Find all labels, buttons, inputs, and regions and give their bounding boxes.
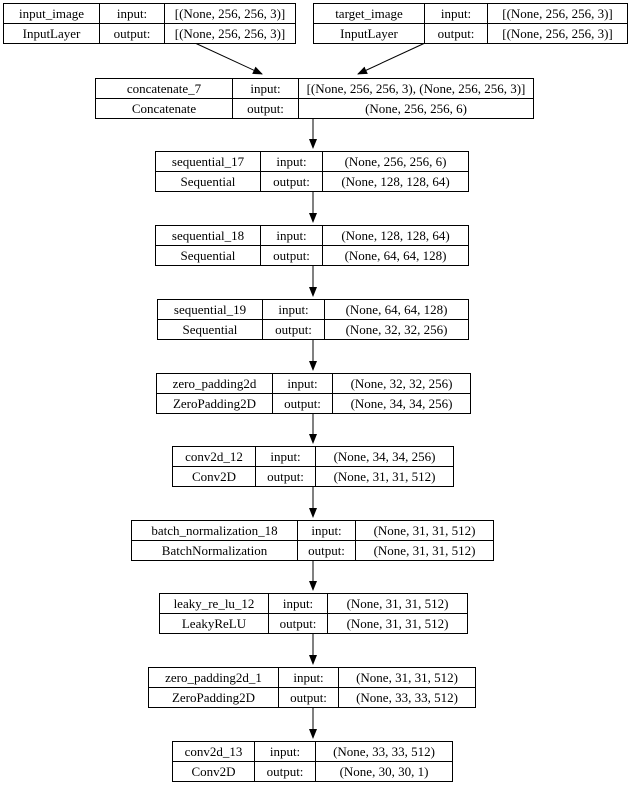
input-shape: (None, 31, 31, 512) [338,667,476,688]
layer-name: zero_padding2d [156,373,273,394]
input-shape: (None, 128, 128, 64) [322,225,469,246]
layer-type: Conv2D [172,466,256,487]
layer-type: LeakyReLU [159,613,269,634]
output-shape: (None, 31, 31, 512) [315,466,454,487]
output-label: output: [268,613,328,634]
node-zero-padding2d-1: zero_padding2d_1 input: (None, 31, 31, 5… [148,667,476,708]
output-label: output: [272,393,333,414]
node-sequential-17: sequential_17 input: (None, 256, 256, 6)… [155,151,469,192]
layer-name: leaky_re_lu_12 [159,593,269,614]
output-label: output: [278,687,339,708]
node-conv2d-12: conv2d_12 input: (None, 34, 34, 256) Con… [172,446,454,487]
input-label: input: [255,446,316,467]
layer-name: target_image [313,3,425,24]
input-shape: [(None, 256, 256, 3)] [487,3,628,24]
node-sequential-18: sequential_18 input: (None, 128, 128, 64… [155,225,469,266]
input-shape: (None, 31, 31, 512) [355,520,494,541]
input-label: input: [268,593,328,614]
output-shape: (None, 34, 34, 256) [332,393,471,414]
layer-name: batch_normalization_18 [131,520,298,541]
output-label: output: [297,540,356,561]
output-label: output: [424,23,488,44]
input-label: input: [297,520,356,541]
input-label: input: [260,225,323,246]
node-zero-padding2d: zero_padding2d input: (None, 32, 32, 256… [156,373,471,414]
output-shape: (None, 30, 30, 1) [315,761,453,782]
output-shape: (None, 33, 33, 512) [338,687,476,708]
output-label: output: [254,761,316,782]
node-sequential-19: sequential_19 input: (None, 64, 64, 128)… [157,299,469,340]
output-shape: (None, 31, 31, 512) [327,613,468,634]
output-label: output: [262,319,325,340]
node-target-image: target_image input: [(None, 256, 256, 3)… [313,3,628,44]
node-leaky-re-lu-12: leaky_re_lu_12 input: (None, 31, 31, 512… [159,593,468,634]
output-label: output: [260,245,323,266]
input-shape: (None, 31, 31, 512) [327,593,468,614]
layer-name: conv2d_13 [172,741,255,762]
layer-name: sequential_19 [157,299,263,320]
input-shape: (None, 256, 256, 6) [322,151,469,172]
input-label: input: [254,741,316,762]
output-shape: (None, 128, 128, 64) [322,171,469,192]
layer-name: input_image [3,3,100,24]
edge-target-image-to-concatenate [357,42,426,75]
output-shape: [(None, 256, 256, 3)] [164,23,296,44]
input-shape: (None, 34, 34, 256) [315,446,454,467]
layer-type: Concatenate [95,98,233,119]
output-label: output: [232,98,299,119]
layer-type: ZeroPadding2D [148,687,279,708]
output-shape: (None, 32, 32, 256) [324,319,469,340]
layer-type: Conv2D [172,761,255,782]
output-label: output: [260,171,323,192]
node-conv2d-13: conv2d_13 input: (None, 33, 33, 512) Con… [172,741,453,782]
input-label: input: [424,3,488,24]
output-label: output: [255,466,316,487]
layer-type: ZeroPadding2D [156,393,273,414]
input-label: input: [260,151,323,172]
edge-input-image-to-concatenate [194,42,263,75]
output-shape: (None, 64, 64, 128) [322,245,469,266]
layer-type: BatchNormalization [131,540,298,561]
input-shape: [(None, 256, 256, 3), (None, 256, 256, 3… [298,78,534,99]
node-batch-normalization-18: batch_normalization_18 input: (None, 31,… [131,520,494,561]
input-shape: [(None, 256, 256, 3)] [164,3,296,24]
layer-type: InputLayer [313,23,425,44]
layer-name: concatenate_7 [95,78,233,99]
input-label: input: [272,373,333,394]
layer-name: zero_padding2d_1 [148,667,279,688]
layer-name: sequential_18 [155,225,261,246]
node-input-image: input_image input: [(None, 256, 256, 3)]… [3,3,296,44]
input-label: input: [262,299,325,320]
layer-type: Sequential [155,245,261,266]
output-shape: (None, 31, 31, 512) [355,540,494,561]
input-label: input: [232,78,299,99]
layer-name: sequential_17 [155,151,261,172]
output-shape: (None, 256, 256, 6) [298,98,534,119]
output-label: output: [99,23,165,44]
layer-name: conv2d_12 [172,446,256,467]
input-label: input: [99,3,165,24]
layer-type: Sequential [155,171,261,192]
layer-type: Sequential [157,319,263,340]
output-shape: [(None, 256, 256, 3)] [487,23,628,44]
input-shape: (None, 33, 33, 512) [315,741,453,762]
input-label: input: [278,667,339,688]
input-shape: (None, 32, 32, 256) [332,373,471,394]
node-concatenate-7: concatenate_7 input: [(None, 256, 256, 3… [95,78,534,119]
layer-type: InputLayer [3,23,100,44]
input-shape: (None, 64, 64, 128) [324,299,469,320]
